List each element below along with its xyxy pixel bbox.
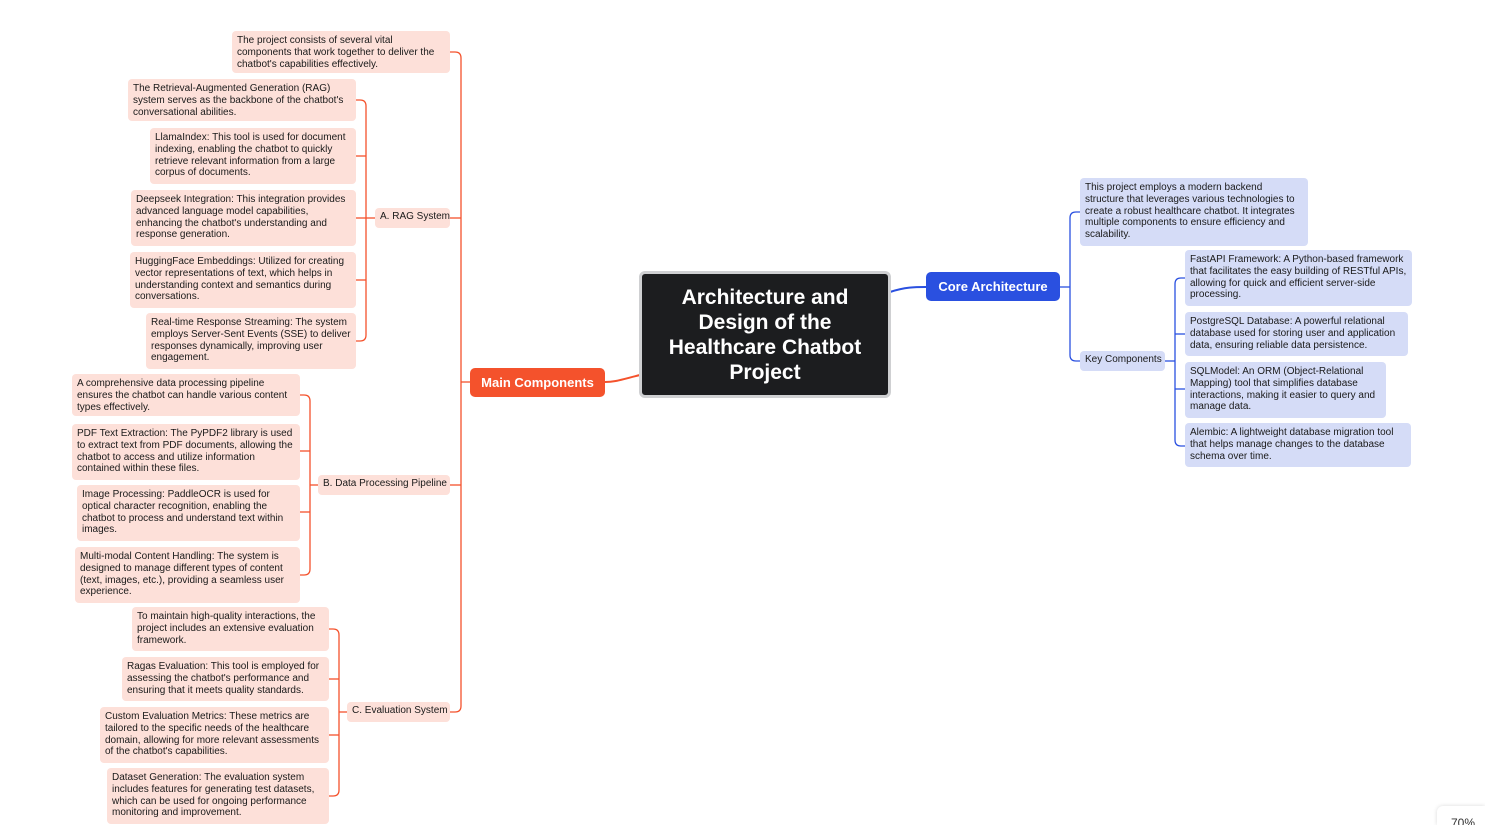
key-component-1[interactable]: FastAPI Framework: A Python-based framew… [1185,250,1412,306]
zoom-level-indicator[interactable]: 70% [1437,806,1485,825]
connector [329,628,340,636]
rag-system-node[interactable]: A. RAG System [375,208,450,228]
zoom-level-text: 70% [1451,816,1476,825]
rag-system-label: A. RAG System [380,211,451,222]
key-component-2[interactable]: PostgreSQL Database: A powerful relation… [1185,312,1408,356]
rag-item-4[interactable]: HuggingFace Embeddings: Utilized for cre… [130,252,356,308]
core-architecture-intro[interactable]: This project employs a modern backend st… [1080,178,1308,246]
connector [450,58,462,713]
connector [889,286,927,293]
rag-item-5[interactable]: Real-time Response Streaming: The system… [146,313,356,369]
main-components-label: Main Components [481,374,594,390]
main-components-branch[interactable]: Main Components [470,368,605,397]
evaluation-item-4[interactable]: Dataset Generation: The evaluation syste… [107,768,329,824]
data-pipeline-node[interactable]: B. Data Processing Pipeline [318,475,450,495]
rag-item-2[interactable]: LlamaIndex: This tool is used for docume… [150,128,356,184]
evaluation-node[interactable]: C. Evaluation System [347,702,450,722]
evaluation-item-3[interactable]: Custom Evaluation Metrics: These metrics… [100,707,329,763]
evaluation-label: C. Evaluation System [352,705,448,716]
key-components-node[interactable]: Key Components [1080,351,1165,371]
rag-item-1[interactable]: The Retrieval-Augmented Generation (RAG)… [128,79,356,121]
pipeline-item-4[interactable]: Multi-modal Content Handling: The system… [75,547,300,603]
connector [604,374,641,383]
key-component-3[interactable]: SQLModel: An ORM (Object-Relational Mapp… [1185,362,1386,418]
connector [1069,354,1080,362]
pipeline-item-3[interactable]: Image Processing: PaddleOCR is used for … [77,485,300,541]
connector [1174,439,1185,447]
connector [1069,211,1080,219]
pipeline-item-2[interactable]: PDF Text Extraction: The PyPDF2 library … [72,424,300,480]
key-component-4[interactable]: Alembic: A lightweight database migratio… [1185,423,1411,467]
main-components-intro[interactable]: The project consists of several vital co… [232,31,450,73]
core-architecture-label: Core Architecture [938,278,1048,294]
connector [329,789,340,797]
data-pipeline-label: B. Data Processing Pipeline [323,478,447,489]
connector [450,51,462,59]
core-architecture-branch[interactable]: Core Architecture [926,272,1060,301]
pipeline-item-1[interactable]: A comprehensive data processing pipeline… [72,374,300,416]
connector [300,568,311,576]
central-topic-text: Architecture and Design of the Healthcar… [668,285,862,384]
connector [300,394,311,402]
rag-item-3[interactable]: Deepseek Integration: This integration p… [131,190,356,246]
connector [356,99,367,107]
evaluation-item-2[interactable]: Ragas Evaluation: This tool is employed … [122,657,329,701]
central-topic[interactable]: Architecture and Design of the Healthcar… [639,271,891,398]
connector [356,334,367,342]
evaluation-item-1[interactable]: To maintain high-quality interactions, t… [132,607,329,651]
connector [1174,277,1185,285]
key-components-label: Key Components [1085,354,1162,365]
